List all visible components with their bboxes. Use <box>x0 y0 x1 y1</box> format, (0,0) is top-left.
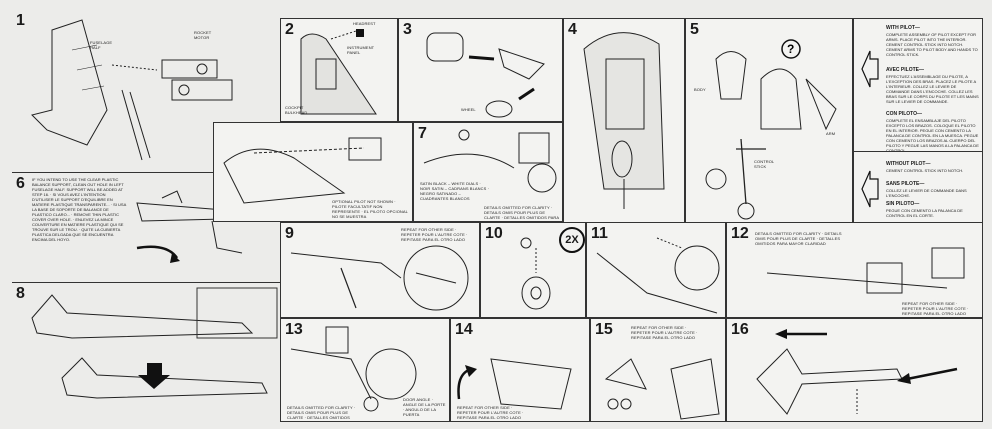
step-number: 11 <box>591 225 608 242</box>
step-5-illustration: ? <box>705 39 837 220</box>
step-12-panel: 12 DETAILS OMITTED FOR CLARITY · DETAILS… <box>726 222 983 318</box>
step-8-illustration <box>31 287 278 399</box>
cockpit-assembly-panel: OPTIONAL PILOT NOT SHOWN · PILOTE FACULT… <box>213 122 413 222</box>
step-10-panel: 10 2X <box>480 222 586 318</box>
sans-pilote-text: COLLEZ LE LEVIER DE COMMANDE DANS L'ENCO… <box>886 188 967 198</box>
step-number: 7 <box>418 125 427 142</box>
left-arrow-icon <box>861 50 879 88</box>
step-number: 14 <box>455 321 473 338</box>
satin-black-note: SATIN BLACK – WHITE DIALS · NOIR SATIN –… <box>420 181 490 201</box>
step-4-panel: 4 <box>563 18 685 230</box>
step-9-illustration <box>290 245 469 311</box>
step-1-panel: 1 FUSELAGE HALF ROCKET MOTOR <box>12 10 280 168</box>
step-number: 9 <box>285 225 294 242</box>
step-16-illustration <box>756 329 958 415</box>
step-3-panel: 3 WHEEL <box>398 18 563 122</box>
step-1-illustration <box>31 19 233 161</box>
step-4-illustration <box>583 32 665 209</box>
step-16-panel: 16 <box>726 318 983 422</box>
step-8-panel: 8 <box>12 282 280 422</box>
step-12-illustration <box>766 247 965 294</box>
step-number: 4 <box>568 21 577 38</box>
step-7-panel: 7 SATIN BLACK – WHITE DIALS · NOIR SATIN… <box>413 122 563 222</box>
step-6-text: IF YOU INTEND TO USE THE CLEAR PLASTIC B… <box>32 177 127 242</box>
arm-label: ARM <box>826 131 836 136</box>
details-omitted-note: DETAILS OMITTED FOR CLARITY · DETAILS OM… <box>484 205 559 221</box>
step-14-illustration <box>457 358 572 410</box>
step-14-panel: 14 REPEAT FOR OTHER SIDE · REPETER POUR … <box>450 318 590 422</box>
without-pilot-text: CEMENT CONTROL STICK INTO NOTCH. <box>886 168 964 173</box>
step-11-illustration <box>596 237 720 314</box>
repeat-other-side-note: REPEAT FOR OTHER SIDE · REPETER POUR L'A… <box>902 301 969 316</box>
step-15-illustration <box>604 358 720 420</box>
step-7-illustration <box>423 129 557 193</box>
step-number: 10 <box>485 225 503 242</box>
step-number: 15 <box>595 321 613 338</box>
step-number: 2 <box>285 21 294 38</box>
without-pilot-title: WITHOUT PILOT— <box>886 161 931 167</box>
optional-pilot-note: OPTIONAL PILOT NOT SHOWN · PILOTE FACULT… <box>332 199 408 219</box>
avec-pilote-title: AVEC PILOTE— <box>886 67 924 73</box>
wheel-label: WHEEL <box>461 107 476 112</box>
repeat-other-side-note: REPEAT FOR OTHER SIDE · REPETER POUR L'A… <box>631 325 698 340</box>
step-number: 3 <box>403 21 412 38</box>
multiplier-badge: 2X <box>559 227 585 253</box>
step-11-panel: 11 <box>586 222 726 318</box>
repeat-other-side-note: REPEAT FOR OTHER SIDE · REPETER POUR L'A… <box>457 405 524 420</box>
step-number: 6 <box>16 175 25 192</box>
step-5-panel: 5 ? BODY ARM CONTROL STICK <box>685 18 853 230</box>
with-pilot-title: WITH PILOT— <box>886 25 920 31</box>
details-omitted-note: DETAILS OMITTED FOR CLARITY · DETAILS OM… <box>755 231 842 246</box>
avec-pilote-text: EFFECTUEZ L'ASSEMBLAGE DU PILOTE, A L'EX… <box>886 74 979 104</box>
with-pilot-text: COMPLETE ASSEMBLY OF PILOT EXCEPT FOR AR… <box>886 32 978 57</box>
sin-piloto-title: SIN PILOTO— <box>886 201 920 207</box>
con-piloto-title: CON PILOTO— <box>886 111 923 117</box>
svg-text:?: ? <box>787 42 794 56</box>
instrument-panel-label: INSTRUMENT PANEL <box>347 45 375 55</box>
door-angle-note: DOOR ANGLE · ANGLE DE LA PORTE · ANGULO … <box>403 397 446 417</box>
control-stick-label: CONTROL STICK <box>754 159 775 169</box>
headrest-label: HEADREST <box>353 21 376 26</box>
step-3-illustration <box>426 32 545 118</box>
pilot-instructions: WITH PILOT— COMPLETE ASSEMBLY OF PILOT E… <box>853 18 983 230</box>
step-number: 5 <box>690 21 699 38</box>
cockpit-assembly-illustration <box>223 137 382 204</box>
fuselage-half-label: FUSELAGE HALF <box>90 40 113 50</box>
step-15-panel: 15 REPEAT FOR OTHER SIDE · REPETER POUR … <box>590 318 726 422</box>
step-number: 1 <box>16 12 25 29</box>
step-6-panel: 6 IF YOU INTEND TO USE THE CLEAR PLASTIC… <box>12 172 280 282</box>
con-piloto-text: COMPLETE EL ENSAMBLAJE DEL PILOTO EXCEPT… <box>886 118 979 153</box>
details-omitted-note: DETAILS OMITTED FOR CLARITY · DETAILS OM… <box>287 405 356 421</box>
step-10-illustration <box>520 237 551 310</box>
left-arrow-icon <box>861 170 879 208</box>
sin-piloto-text: PEGUE CON CEMENTO LA PALANCA DE CONTROL … <box>886 208 963 218</box>
rocket-motor-label: ROCKET MOTOR <box>194 30 212 40</box>
step-13-panel: 13 DETAILS OMITTED FOR CLARITY · DETAILS… <box>280 318 450 422</box>
body-label: BODY <box>694 87 706 92</box>
step-number: 8 <box>16 285 25 302</box>
step-number: 13 <box>285 321 303 338</box>
step-13-illustration <box>290 326 417 412</box>
step-number: 12 <box>731 225 749 242</box>
step-2-panel: 2 HEADREST INSTRUMENT PANEL COCKPIT BULK… <box>280 18 398 122</box>
step-number: 16 <box>731 321 749 338</box>
cockpit-bulkhead-label: COCKPIT BULKHEAD <box>285 105 308 115</box>
sans-pilote-title: SANS PILOTE— <box>886 181 925 187</box>
step-9-panel: 9 REPEAT FOR OTHER SIDE · REPETER POUR L… <box>280 222 480 318</box>
step-2-illustration <box>300 29 377 115</box>
repeat-other-side-note: REPEAT FOR OTHER SIDE · REPETER POUR L'A… <box>401 227 468 242</box>
